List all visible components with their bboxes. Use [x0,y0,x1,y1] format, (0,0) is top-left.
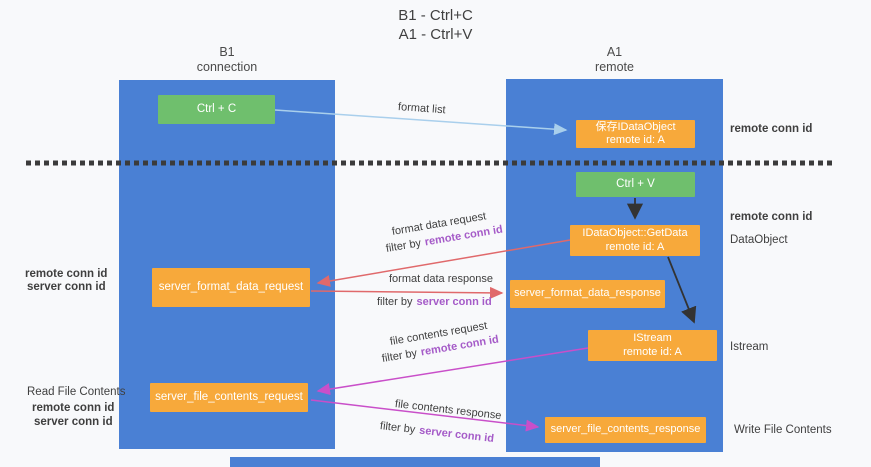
getdata-line1: IDataObject::GetData [582,227,688,239]
lane-b1-role: connection [196,60,258,74]
write-file-contents-label: Write File Contents [734,424,832,436]
server-file-contents-response-node: server_file_contents_response [545,417,706,443]
server-file-contents-response-label: server_file_contents_response [550,423,701,436]
getdata-line2: remote id: A [605,240,665,253]
save-dataobject-line1: 保存IDataObject [595,120,676,133]
format-data-response-arrow [310,286,504,299]
filter-by-text: filter by [379,420,416,436]
server-format-data-request-label: server_format_data_request [158,280,304,293]
remote-conn-id-label-left-2: remote conn id [32,402,115,414]
ctrl-c-node: Ctrl + C [158,95,275,124]
server-conn-id-text: server conn id [416,296,492,308]
filter-by-text: filter by [377,296,413,308]
getdata-node: IDataObject::GetData remote id: A [570,225,700,256]
file-contents-response-label: file contents response [394,398,503,423]
bottom-lane-strip [230,457,600,467]
lane-b1-name: B1 [219,45,235,59]
filter-by-text: filter by [381,347,418,365]
lane-header-a1: A1 remote [506,45,723,75]
server-conn-id-text: server conn id [418,424,495,445]
ctrl-v-node: Ctrl + V [576,172,695,197]
istream-node: IStream remote id: A [588,330,717,361]
ctrl-v-label: Ctrl + V [616,177,655,190]
dataobject-label: DataObject [730,234,788,246]
server-format-data-response-node: server_format_data_response [510,280,665,308]
ctrl-c-label: Ctrl + C [196,102,237,115]
server-format-data-request-node: server_format_data_request [152,268,310,307]
lane-a1-role: remote [595,60,634,74]
save-dataobject-line2: remote id: A [606,134,665,146]
server-file-contents-request-label: server_file_contents_request [155,390,303,403]
remote-conn-id-label-mid-right: remote conn id [730,211,813,223]
format-data-response-label: format data response [389,273,493,285]
diagram-title: B1 - Ctrl+C A1 - Ctrl+V [0,6,871,44]
istream-line2: remote id: A [623,345,682,358]
filter-by-text: filter by [385,237,422,255]
read-file-contents-label: Read File Contents [27,386,126,398]
server-format-data-response-label: server_format_data_response [514,287,661,300]
server-file-contents-request-node: server_file_contents_request [150,383,308,412]
server-conn-id-label-left-1: server conn id [27,281,106,293]
save-dataobject-node: 保存IDataObject remote id: A [576,120,695,148]
server-conn-id-label-left-2: server conn id [34,416,113,428]
lane-a1-name: A1 [606,45,623,59]
istream-side-label: Istream [730,341,769,353]
title-line-2: A1 - Ctrl+V [398,26,473,43]
remote-conn-id-label-left-1: remote conn id [25,268,108,280]
lane-header-b1: B1 connection [119,45,335,75]
format-list-label: format list [397,101,446,117]
istream-line1: IStream [633,332,672,344]
title-line-1: B1 - Ctrl+C [398,7,473,24]
remote-conn-id-label-top-right: remote conn id [730,123,813,135]
